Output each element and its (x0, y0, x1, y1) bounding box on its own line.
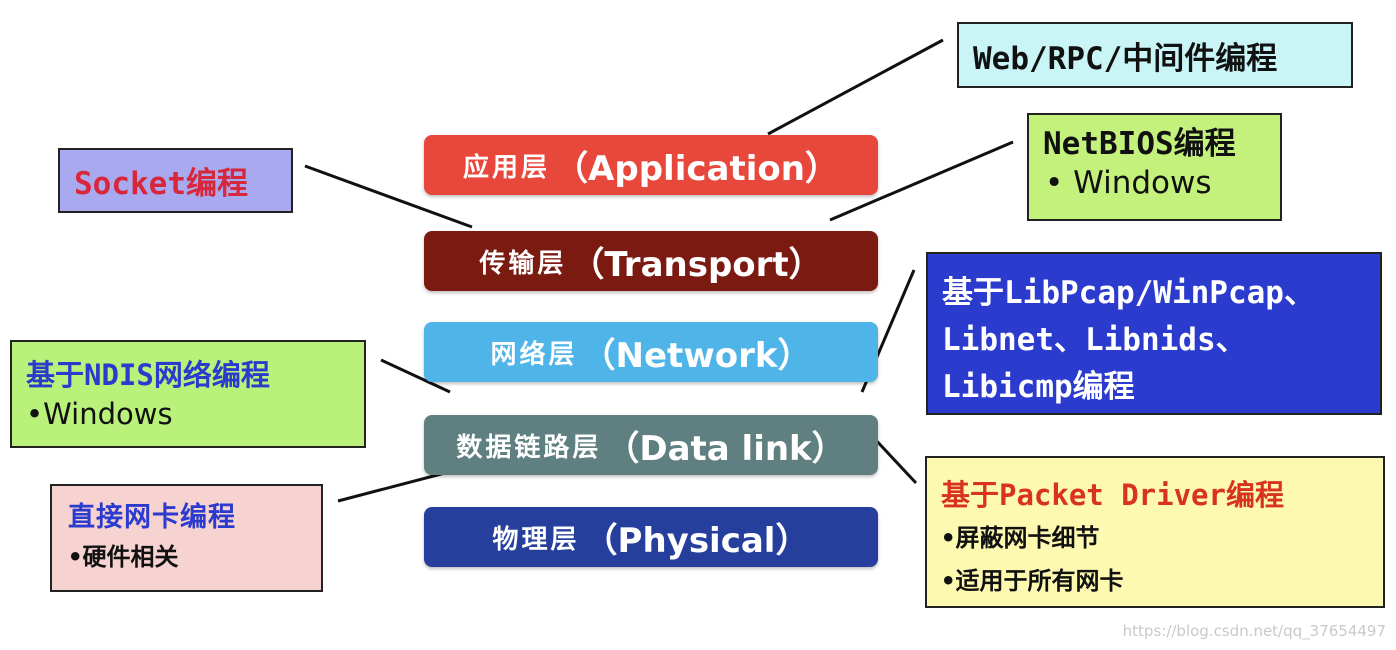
box-netbios-title: NetBIOS编程 (1043, 126, 1236, 162)
connector-netbios (829, 140, 1014, 222)
layer-transport-en: （Transport） (570, 244, 823, 285)
box-web-rpc-title: Web/RPC/中间件编程 (973, 40, 1278, 77)
box-socket-title: Socket编程 (74, 166, 248, 202)
box-socket: Socket编程 (58, 148, 293, 213)
layer-network-cn: 网络层 (490, 339, 578, 370)
box-ndis-bullet: •Windows (26, 397, 173, 431)
layer-application-en: （Application） (554, 148, 839, 189)
box-nic-bullet: •硬件相关 (68, 543, 179, 571)
box-packet-driver-title: 基于Packet Driver编程 (941, 478, 1284, 512)
box-ndis: 基于NDIS网络编程 •Windows (10, 340, 366, 448)
connector-ndis (380, 358, 451, 394)
layer-application-cn: 应用层 (463, 152, 551, 183)
box-libpcap: 基于LibPcap/WinPcap、 Libnet、Libnids、 Libic… (926, 252, 1382, 415)
connector-socket (304, 164, 473, 229)
box-netbios-bullet: • Windows (1045, 165, 1212, 201)
layer-physical: 物理层 （Physical） (424, 507, 878, 567)
layer-transport: 传输层 （Transport） (424, 231, 878, 291)
watermark-url: https://blog.csdn.net/qq_37654497 (1122, 622, 1386, 640)
layer-datalink: 数据链路层 （Data link） (424, 415, 878, 475)
box-packet-driver-bullet1: •屏蔽网卡细节 (941, 524, 1100, 552)
layer-physical-cn: 物理层 (492, 524, 580, 555)
layer-network: 网络层 （Network） (424, 322, 878, 382)
box-nic: 直接网卡编程 •硬件相关 (50, 484, 323, 592)
box-libpcap-line2: Libnet、Libnids、 (942, 322, 1247, 358)
box-packet-driver-bullet2: •适用于所有网卡 (941, 567, 1124, 595)
box-nic-title: 直接网卡编程 (68, 502, 236, 533)
box-web-rpc: Web/RPC/中间件编程 (957, 22, 1353, 88)
layer-network-en: （Network） (581, 335, 812, 376)
layer-physical-en: （Physical） (583, 520, 810, 561)
layer-datalink-cn: 数据链路层 (456, 432, 602, 463)
box-libpcap-line3: Libicmp编程 (942, 369, 1135, 405)
box-libpcap-line1: 基于LibPcap/WinPcap、 (942, 275, 1315, 311)
layer-transport-cn: 传输层 (479, 248, 567, 279)
connector-web-rpc (767, 38, 944, 136)
layer-datalink-en: （Data link） (605, 428, 846, 469)
layer-application: 应用层 （Application） (424, 135, 878, 195)
box-ndis-title: 基于NDIS网络编程 (26, 358, 270, 392)
connector-nic (337, 471, 446, 503)
box-netbios: NetBIOS编程 • Windows (1027, 113, 1282, 221)
box-packet-driver: 基于Packet Driver编程 •屏蔽网卡细节 •适用于所有网卡 (925, 456, 1385, 608)
